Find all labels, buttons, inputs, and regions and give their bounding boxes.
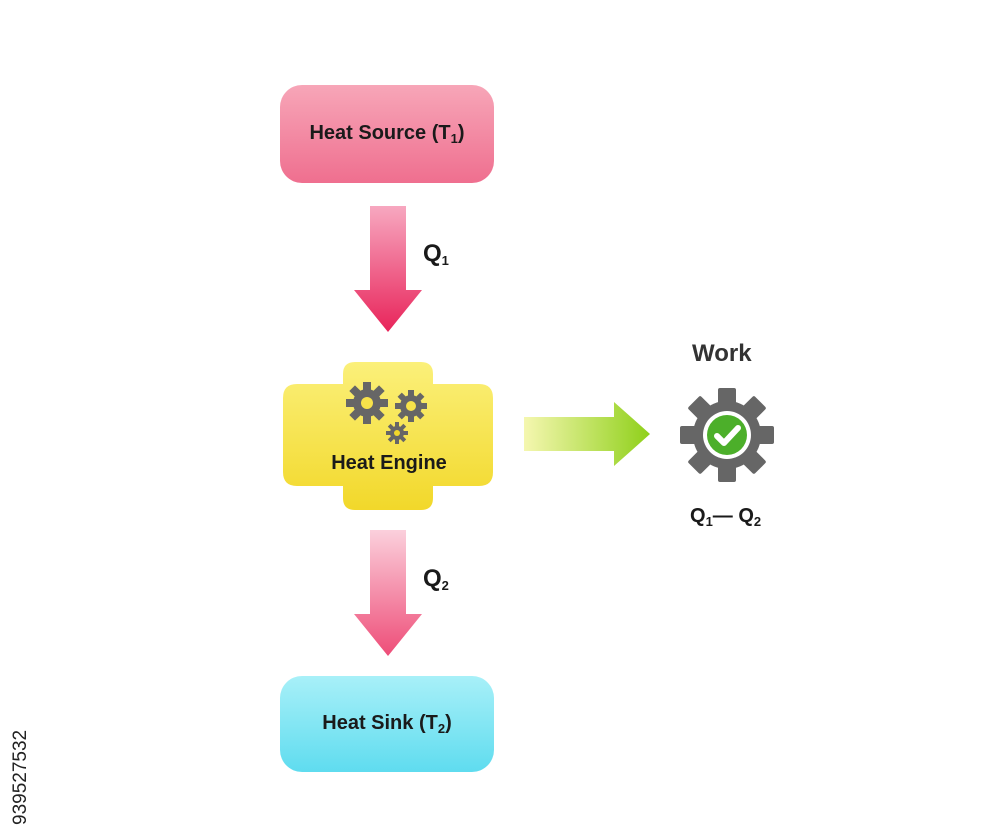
work-title: Work [692,340,752,367]
heat-sink-label: Heat Sink (T2) [322,712,452,736]
q2-label: Q2 [423,565,449,593]
arrow-work [524,402,650,466]
watermark-id: 939527532 [10,730,31,825]
work-formula: Q1— Q2 [690,505,762,529]
svg-text:939527532: 939527532 [10,730,31,825]
heat-sink-box: Heat Sink (T2) [280,676,494,772]
arrow-q2 [354,530,422,656]
work-gear-check-icon [680,388,774,482]
arrow-q1 [354,206,422,332]
heat-source-box: Heat Source (T1) [280,85,494,183]
gears-icon [346,382,427,444]
heat-source-label: Heat Source (T1) [309,122,465,146]
q1-label: Q1 [423,240,449,268]
heat-engine-label: Heat Engine [331,452,447,474]
heat-engine-box [283,362,493,510]
